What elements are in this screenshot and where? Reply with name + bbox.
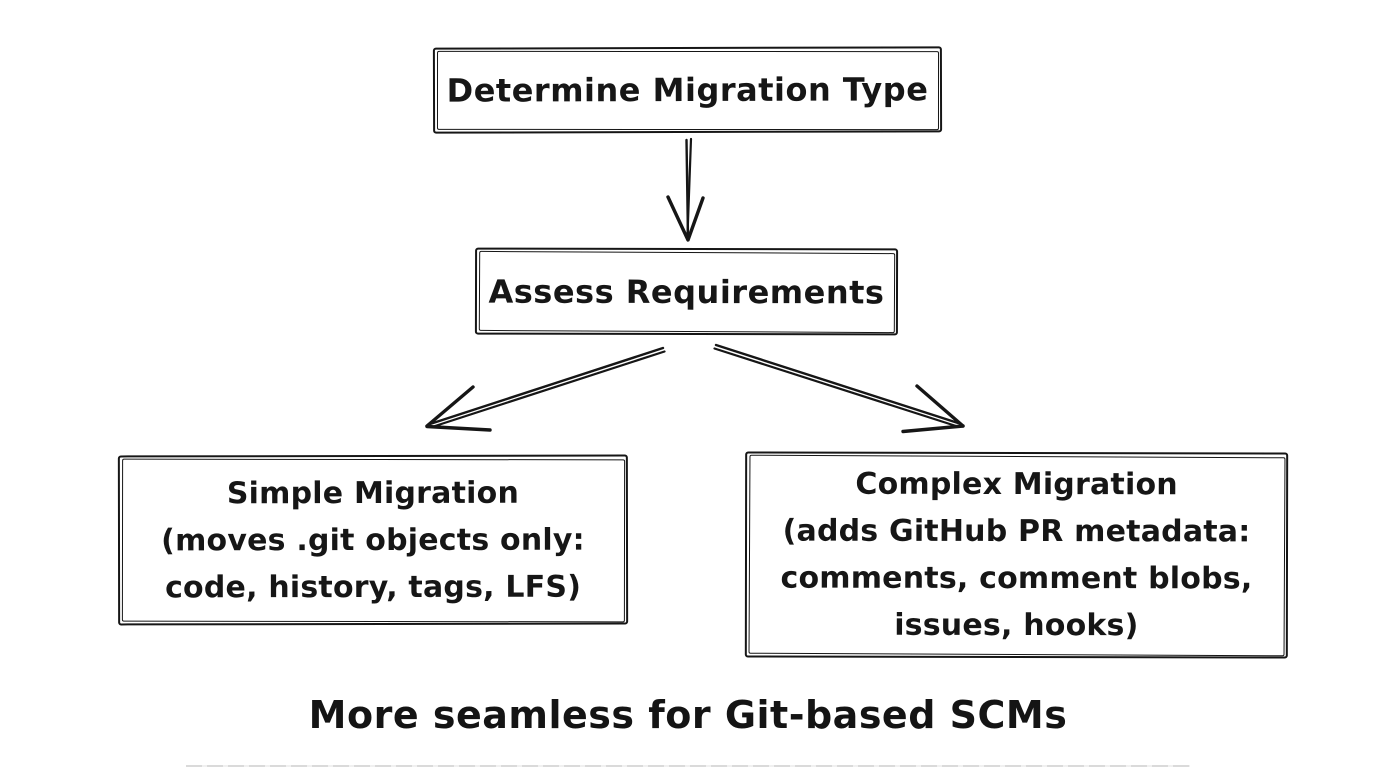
arrow-branch-right-icon — [713, 343, 965, 434]
node-line: comments, comment blobs, — [780, 560, 1253, 597]
node-label: Assess Requirements — [488, 272, 885, 311]
arrow-branch-left-icon — [425, 346, 666, 432]
flow-node-complex-migration: Complex Migration (adds GitHub PR metada… — [744, 451, 1289, 659]
node-label: Determine Migration Type — [446, 70, 929, 110]
caption-text: More seamless for Git-based SCMs — [308, 693, 1068, 737]
node-line: (moves .git objects only: — [161, 522, 585, 558]
node-line: (adds GitHub PR metadata: — [782, 513, 1251, 550]
node-line: issues, hooks) — [894, 607, 1139, 644]
node-line: Complex Migration — [855, 466, 1178, 503]
cropped-bottom-element-edge — [186, 765, 1190, 767]
flow-node-assess-requirements: Assess Requirements — [474, 247, 899, 336]
arrow-down-icon — [666, 137, 705, 242]
node-line: code, history, tags, LFS) — [165, 569, 582, 605]
flow-node-determine-migration-type: Determine Migration Type — [432, 46, 943, 134]
node-line: Simple Migration — [226, 475, 520, 511]
flow-node-simple-migration: Simple Migration (moves .git objects onl… — [117, 454, 629, 626]
